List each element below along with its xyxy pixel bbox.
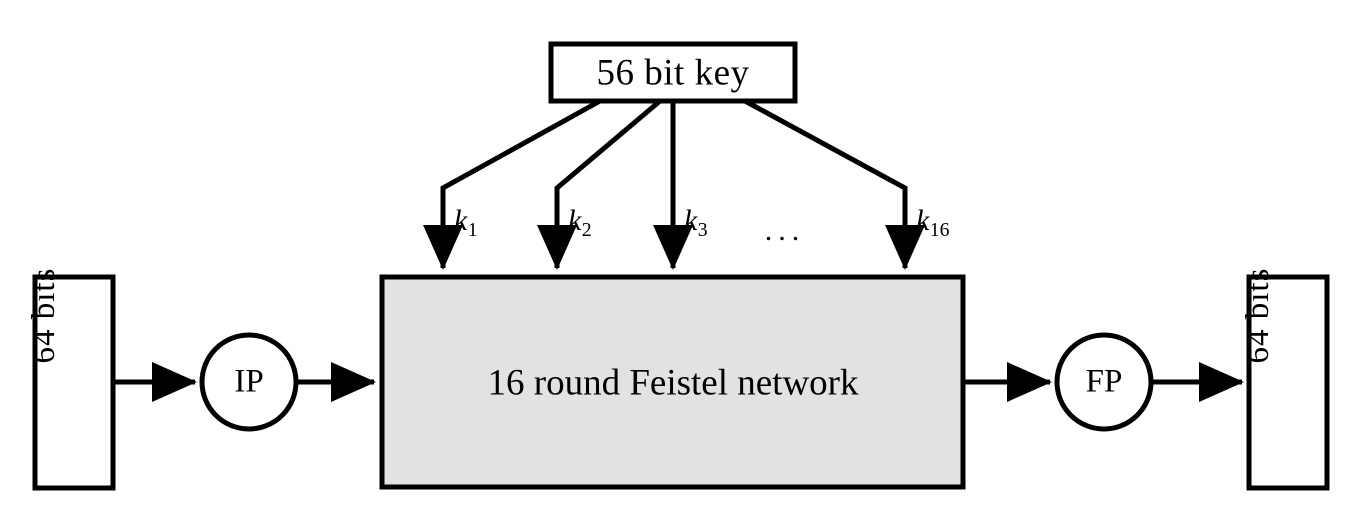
key-box[interactable]	[548, 41, 798, 104]
round-key-sub-k16: 16	[929, 218, 950, 241]
round-key-label-k2: k2	[568, 204, 592, 241]
output-bits-box[interactable]	[1246, 274, 1330, 491]
round-key-label-k1: k1	[454, 204, 478, 241]
round-key-sub-k3: 3	[697, 218, 708, 241]
round-keys-ellipsis: ...	[764, 214, 806, 247]
round-key-label-k3: k3	[684, 204, 708, 241]
key-line-k1	[423, 98, 602, 270]
key-line-k2	[537, 99, 662, 270]
round-key-name-k1: k	[454, 204, 468, 237]
input-bits-box[interactable]	[32, 274, 116, 491]
fp-node-label: FP	[1085, 363, 1123, 400]
initial-permutation-node[interactable]	[199, 332, 299, 432]
final-permutation-node[interactable]	[1054, 332, 1154, 432]
feistel-network-box[interactable]	[379, 274, 966, 490]
ip-node-label: IP	[234, 363, 264, 400]
round-key-sub-k2: 2	[581, 218, 592, 241]
output-bits-label: 64 bits	[1240, 267, 1277, 364]
round-key-label-k16: k16	[916, 204, 950, 241]
input-bits-label: 64 bits	[26, 267, 63, 364]
round-key-name-k16: k	[916, 204, 930, 237]
feistel-box-label: 16 round Feistel network	[487, 362, 859, 404]
key-line-k16	[743, 98, 925, 270]
key-fanout-lines	[423, 98, 925, 270]
round-key-sub-k1: 1	[467, 218, 478, 241]
round-key-name-k3: k	[684, 204, 698, 237]
key-box-label: 56 bit key	[596, 52, 750, 94]
round-key-name-k2: k	[568, 204, 582, 237]
